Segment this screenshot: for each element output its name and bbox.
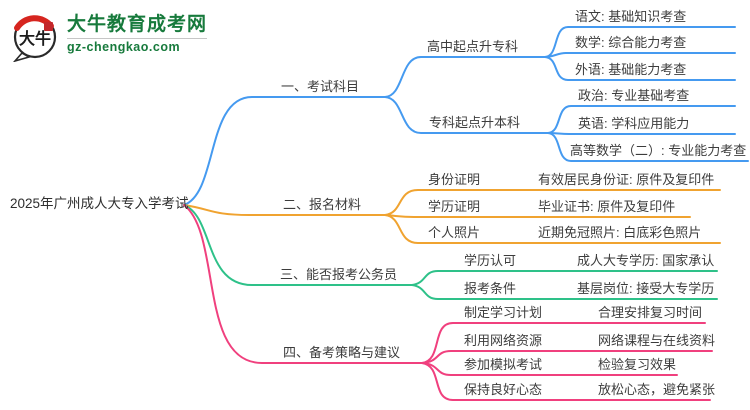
leaf-chinese: 语文: 基础知识考查	[575, 9, 687, 24]
node-identity-proof: 身份证明	[428, 172, 481, 187]
node-mock-exams: 参加模拟考试	[464, 357, 543, 372]
logo-text-block: 大牛教育成考网 gz-chengkao.com	[67, 13, 208, 55]
branch-prep-strategies: 四、备考策略与建议	[283, 345, 401, 360]
site-name: 大牛教育成考网	[67, 13, 208, 35]
branch-civil-service-eligibility: 三、能否报考公务员	[280, 267, 398, 282]
connector-resources-row	[421, 350, 713, 364]
connector-foreign-language-leaf	[544, 56, 736, 81]
leaf-advanced-math: 高等数学（二）: 专业能力考查	[570, 143, 747, 158]
connector-english-leaf	[547, 132, 736, 135]
connector-mindset-row	[421, 362, 711, 401]
leaf-diploma: 毕业证书: 原件及复印件	[538, 199, 676, 214]
connector-conditions-row	[411, 284, 718, 300]
svg-text:大牛: 大牛	[19, 29, 51, 48]
node-study-plan: 制定学习计划	[464, 305, 543, 320]
node-personal-photo: 个人照片	[428, 225, 481, 240]
connector-photo-row	[384, 214, 721, 244]
connector-degree-row	[411, 270, 718, 286]
connector-branch1-child1	[384, 56, 546, 98]
leaf-review-schedule: 合理安排复习时间	[598, 305, 703, 320]
node-college-to-bachelor: 专科起点升本科	[429, 115, 521, 130]
leaf-state-recognized: 成人大专学历: 国家承认	[577, 253, 715, 268]
leaf-english: 英语: 学科应用能力	[578, 116, 690, 131]
leaf-politics: 政治: 专业基础考查	[578, 88, 690, 103]
daniu-logo-icon: 大牛	[13, 15, 57, 62]
node-degree-recognition: 学历认可	[464, 253, 517, 268]
connector-politics-leaf	[547, 105, 736, 134]
branch-exam-subjects: 一、考试科目	[281, 79, 360, 94]
connector-advanced-math-leaf	[547, 132, 749, 162]
connector-branch1-child2	[384, 96, 549, 134]
leaf-foreign-language: 外语: 基础能力考查	[575, 62, 687, 77]
leaf-check-review-effect: 检验复习效果	[598, 357, 677, 372]
connector-branch2-spine	[183, 204, 386, 216]
connector-education-row	[384, 214, 691, 218]
node-online-resources: 利用网络资源	[464, 333, 543, 348]
site-logo[interactable]: 大牛 大牛教育成考网 gz-chengkao.com	[8, 6, 208, 62]
connector-plan-row	[421, 322, 706, 364]
root-topic: 2025年广州成人大专入学考试	[10, 196, 189, 211]
site-url: gz-chengkao.com	[67, 37, 208, 55]
node-good-mindset: 保持良好心态	[464, 382, 543, 397]
leaf-photo-spec: 近期免冠照片: 白底彩色照片	[538, 225, 702, 240]
branch-registration-materials: 二、报名材料	[283, 197, 362, 212]
leaf-online-courses: 网络课程与在线资料	[598, 333, 716, 348]
connector-branch3-spine	[183, 204, 413, 286]
connector-identity-row	[384, 189, 721, 216]
connector-branch4-spine	[183, 204, 423, 364]
leaf-math: 数学: 综合能力考查	[575, 35, 687, 50]
node-highschool-to-college: 高中起点升专科	[427, 39, 519, 54]
connector-chinese-leaf	[544, 26, 736, 58]
node-education-proof: 学历证明	[428, 199, 481, 214]
connector-math-leaf	[544, 52, 736, 58]
leaf-grassroots-positions: 基层岗位: 接受大专学历	[577, 281, 715, 296]
connector-branch1-spine	[183, 96, 386, 206]
node-application-conditions: 报考条件	[464, 281, 517, 296]
leaf-relax-avoid-stress: 放松心态，避免紧张	[598, 382, 716, 397]
leaf-identity-card: 有效居民身份证: 原件及复印件	[538, 172, 715, 187]
